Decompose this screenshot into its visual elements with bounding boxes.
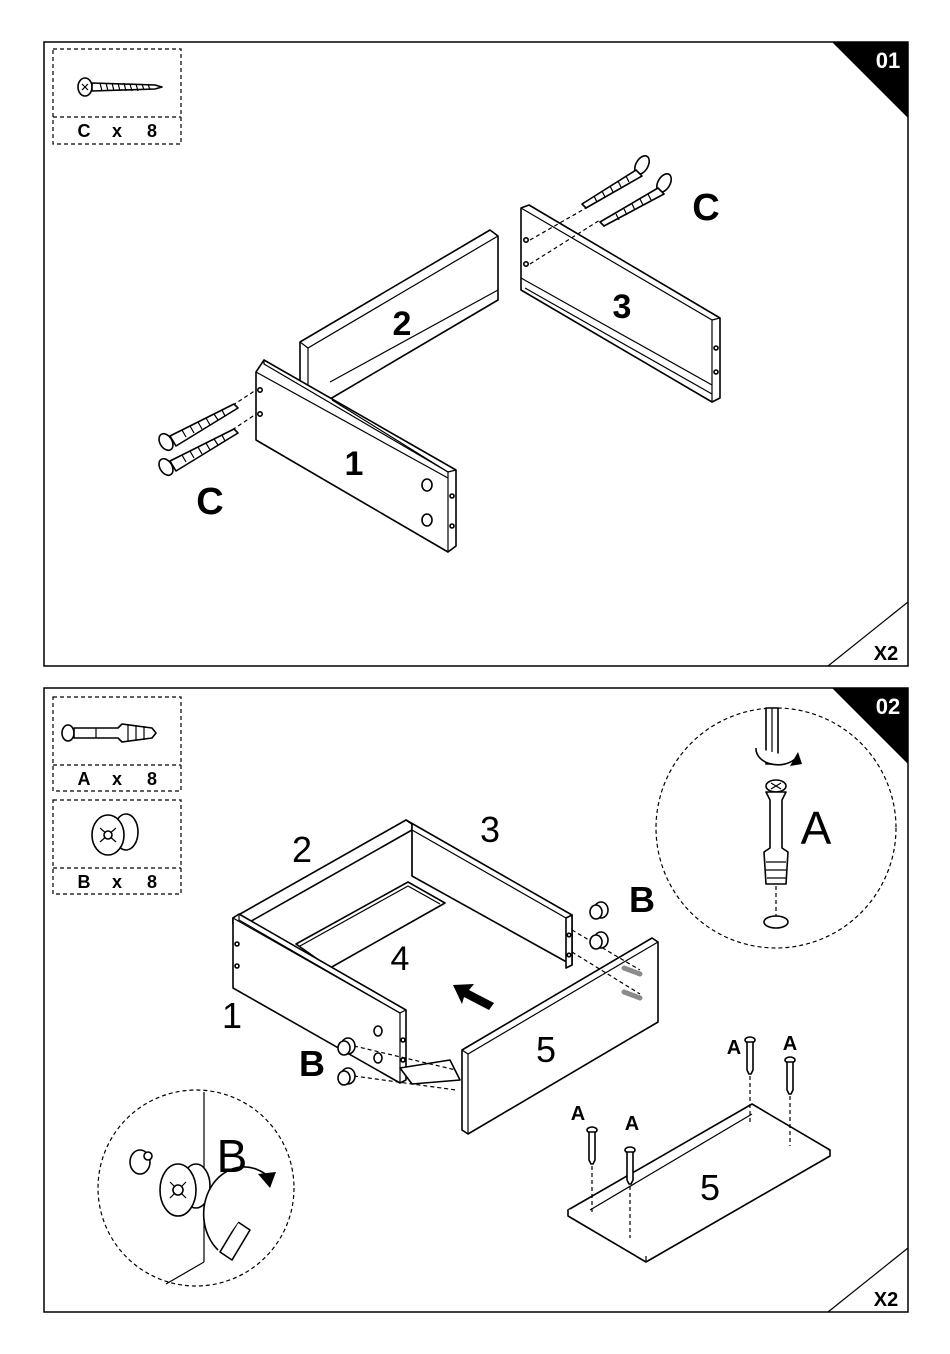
step-01-number: 01 (876, 48, 900, 73)
part-c-x: x (112, 121, 122, 141)
part-b-x: x (112, 872, 122, 892)
part-c-code: C (78, 121, 91, 141)
front-panel-5-label: 5 (536, 1029, 556, 1070)
part-b-code: B (78, 872, 91, 892)
cam-left-label: B (299, 1043, 325, 1084)
bottom-panel-5-label: 5 (700, 1167, 720, 1208)
step-01-multiplier: X2 (874, 643, 898, 665)
bolt-a-2-label: A (625, 1113, 639, 1135)
cam-right-label: B (629, 879, 655, 920)
drawer-panel-1-label: 1 (222, 995, 242, 1036)
part-a-qty: 8 (147, 769, 157, 789)
bolt-a-4-label: A (783, 1033, 797, 1055)
panel-2-label: 2 (393, 305, 412, 343)
drawer-panel-3-label: 3 (480, 809, 500, 850)
screw-c-right-label: C (692, 187, 719, 229)
step-02-number: 02 (876, 694, 900, 719)
part-a-code: A (78, 769, 91, 789)
detail-b-label: B (217, 1130, 248, 1182)
cam-lock-icon (92, 814, 138, 855)
part-b-qty: 8 (147, 872, 157, 892)
drawer-panel-4-label: 4 (391, 940, 410, 978)
panel-3-label: 3 (613, 288, 632, 326)
bolt-a-1-label: A (571, 1103, 585, 1125)
part-a-x: x (112, 769, 122, 789)
drawer-panel-2-label: 2 (292, 829, 312, 870)
step-02-multiplier: X2 (874, 1289, 898, 1311)
panel-1-label: 1 (345, 445, 364, 483)
bolt-a-3-label: A (727, 1037, 741, 1059)
step-01-frame: 01 X2 (44, 42, 908, 666)
part-c-qty: 8 (147, 121, 157, 141)
screw-c-left-label: C (196, 481, 223, 523)
detail-a-label: A (801, 802, 832, 854)
